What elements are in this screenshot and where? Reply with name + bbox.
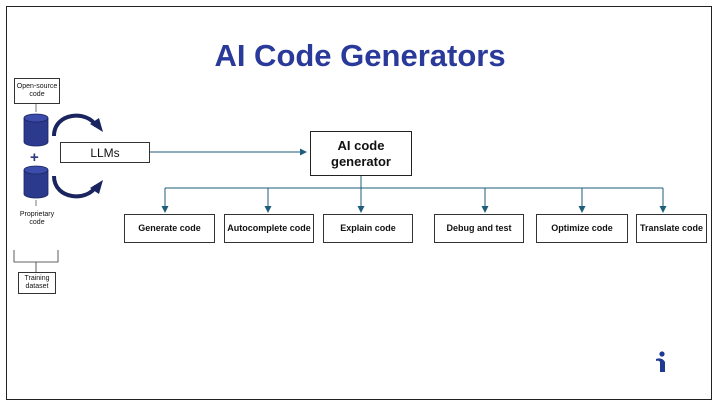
curved-arrow-icon [52,175,103,199]
page-title: AI Code Generators [214,38,506,73]
optimize-code-box: Optimize code [536,214,628,243]
translate-code-box: Translate code [636,214,707,243]
cylinder-icon [23,165,49,199]
slide-frame [6,6,712,400]
explain-code-box: Explain code [323,214,413,243]
info-logo-icon [656,351,665,372]
curved-arrow-icon [52,113,103,137]
open-source-label: Open-source code [14,78,60,104]
training-bracket [13,250,59,263]
training-dataset-label: Training dataset [18,272,56,294]
autocomplete-code-box: Autocomplete code [224,214,314,243]
debug-and-test-box: Debug and test [434,214,524,243]
llms-box: LLMs [60,142,150,163]
generate-code-box: Generate code [124,214,215,243]
ai-code-generator-box: AI code generator [310,131,412,176]
proprietary-label: Proprietary code [14,206,60,232]
plus-sign: + [30,149,39,166]
cylinder-icon [23,113,49,147]
